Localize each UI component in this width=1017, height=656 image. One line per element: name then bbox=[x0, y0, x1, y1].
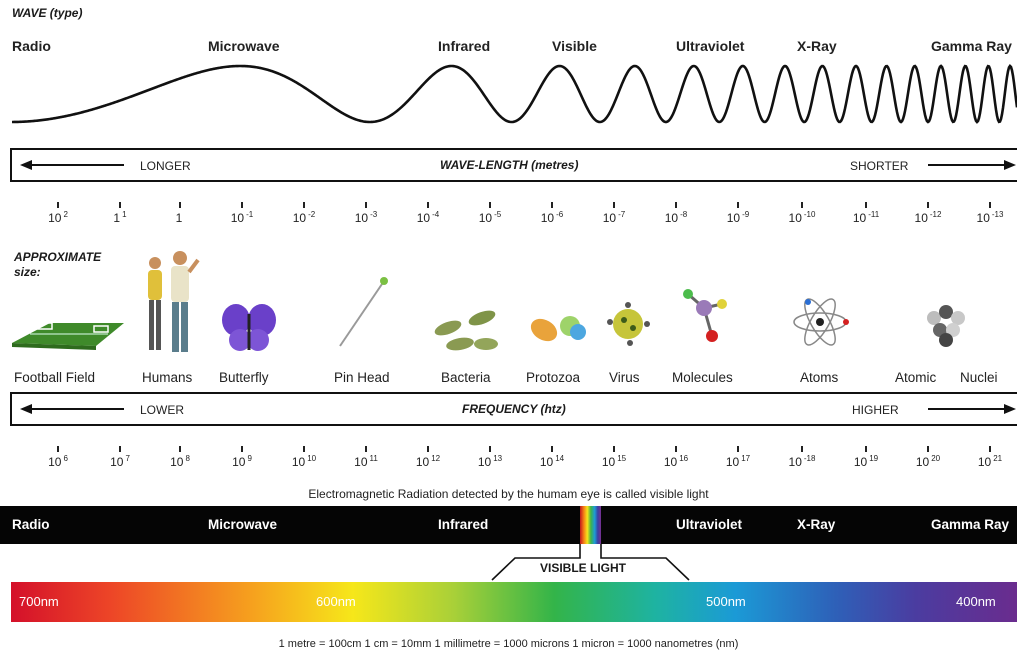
atom-icon bbox=[793, 298, 849, 346]
wavelength-tick: 10-12 bbox=[905, 202, 951, 225]
spectrum-label-ultraviolet: Ultraviolet bbox=[676, 517, 743, 532]
wavelength-tick: 10-8 bbox=[653, 202, 699, 225]
size-label-atomic: Atomic bbox=[895, 370, 937, 385]
wave-curve bbox=[11, 63, 1017, 124]
visible-light-label: VISIBLE LIGHT bbox=[540, 561, 627, 575]
wavelength-title: WAVE-LENGTH (metres) bbox=[440, 158, 579, 172]
spectrum-label-microwave: Microwave bbox=[208, 517, 278, 532]
size-label-nuclei: Nuclei bbox=[960, 370, 998, 385]
wave-name-infrared: Infrared bbox=[438, 38, 491, 54]
atomic-nuclei-icon bbox=[927, 305, 965, 347]
pin-head-icon bbox=[339, 277, 388, 347]
wavelength-tick: 10-13 bbox=[967, 202, 1013, 225]
wavelength-tick: 1 bbox=[157, 202, 203, 225]
frequency-tick: 10-18 bbox=[779, 446, 825, 469]
spectrum-label-infrared: Infrared bbox=[438, 517, 489, 532]
size-label-virus: Virus bbox=[609, 370, 640, 385]
nm-label-500: 500nm bbox=[706, 594, 746, 609]
wave-name-gamma-ray: Gamma Ray bbox=[931, 38, 1012, 54]
visible-light-connector bbox=[491, 544, 690, 581]
size-label-molecules: Molecules bbox=[672, 370, 733, 385]
wave-illustration bbox=[11, 63, 1017, 124]
bacteria-icon bbox=[434, 310, 498, 351]
size-label-protozoa: Protozoa bbox=[526, 370, 581, 385]
frequency-lower-label: LOWER bbox=[140, 403, 185, 417]
spectrum-bar: Radio Microwave Infrared Ultraviolet X-R… bbox=[0, 506, 1017, 544]
units-footer: 1 metre = 100cm 1 cm = 10mm 1 millimetre… bbox=[278, 638, 739, 650]
wavelength-tick: 10-2 bbox=[281, 202, 327, 225]
wave-name-xray: X-Ray bbox=[797, 38, 837, 54]
nanometer-spectrum-bar: 700nm 600nm 500nm 400nm bbox=[11, 582, 1017, 622]
wavelength-tick: 10-6 bbox=[529, 202, 575, 225]
spectrum-label-gamma-ray: Gamma Ray bbox=[931, 517, 1010, 532]
nm-label-700: 700nm bbox=[19, 594, 59, 609]
wavelength-tick: 10-11 bbox=[843, 202, 889, 225]
butterfly-icon bbox=[222, 304, 276, 351]
wavelength-tick: 10-10 bbox=[779, 202, 825, 225]
wave-type-label: WAVE (type) bbox=[12, 6, 83, 20]
size-label-pin-head: Pin Head bbox=[334, 370, 390, 385]
wavelength-tick: 10-9 bbox=[715, 202, 761, 225]
spectrum-label-radio: Radio bbox=[12, 517, 50, 532]
wavelength-tick: 10-7 bbox=[591, 202, 637, 225]
wavelength-tick: 10-4 bbox=[405, 202, 451, 225]
wavelength-shorter-label: SHORTER bbox=[850, 159, 909, 173]
wave-name-microwave: Microwave bbox=[208, 38, 280, 54]
wavelength-longer-label: LONGER bbox=[140, 159, 191, 173]
wave-name-visible: Visible bbox=[552, 38, 597, 54]
wavelength-bar: LONGER WAVE-LENGTH (metres) SHORTER bbox=[10, 148, 1017, 182]
protozoa-icon bbox=[530, 316, 586, 342]
size-label-atoms: Atoms bbox=[800, 370, 839, 385]
nm-label-600: 600nm bbox=[316, 594, 356, 609]
virus-icon bbox=[607, 302, 650, 346]
size-label-bacteria: Bacteria bbox=[441, 370, 491, 385]
wavelength-tick: 10-3 bbox=[343, 202, 389, 225]
size-label-humans: Humans bbox=[142, 370, 193, 385]
visible-light-caption: Electromagnetic Radiation detected by th… bbox=[308, 487, 709, 501]
football-field-icon bbox=[12, 322, 124, 350]
frequency-title: FREQUENCY (htz) bbox=[462, 402, 566, 416]
wavelength-tick: 10-1 bbox=[219, 202, 265, 225]
frequency-bar: LOWER FREQUENCY (htz) HIGHER bbox=[10, 392, 1017, 426]
wave-name-ultraviolet: Ultraviolet bbox=[676, 38, 745, 54]
molecules-icon bbox=[683, 289, 727, 342]
size-label-butterfly: Butterfly bbox=[219, 370, 269, 385]
visible-spectrum-strip bbox=[580, 506, 601, 544]
spectrum-label-xray: X-Ray bbox=[797, 517, 836, 532]
wavelength-tick: 10-5 bbox=[467, 202, 513, 225]
size-label-football-field: Football Field bbox=[14, 370, 96, 385]
humans-icon bbox=[148, 251, 200, 352]
frequency-higher-label: HIGHER bbox=[852, 403, 899, 417]
wavelength-arrows bbox=[20, 160, 1016, 170]
nm-label-400: 400nm bbox=[956, 594, 996, 609]
approximate-size-label: APPROXIMATE size: bbox=[14, 250, 102, 279]
size-illustrations bbox=[12, 251, 965, 352]
wave-name-radio: Radio bbox=[12, 38, 51, 54]
frequency-arrows bbox=[20, 404, 1016, 414]
